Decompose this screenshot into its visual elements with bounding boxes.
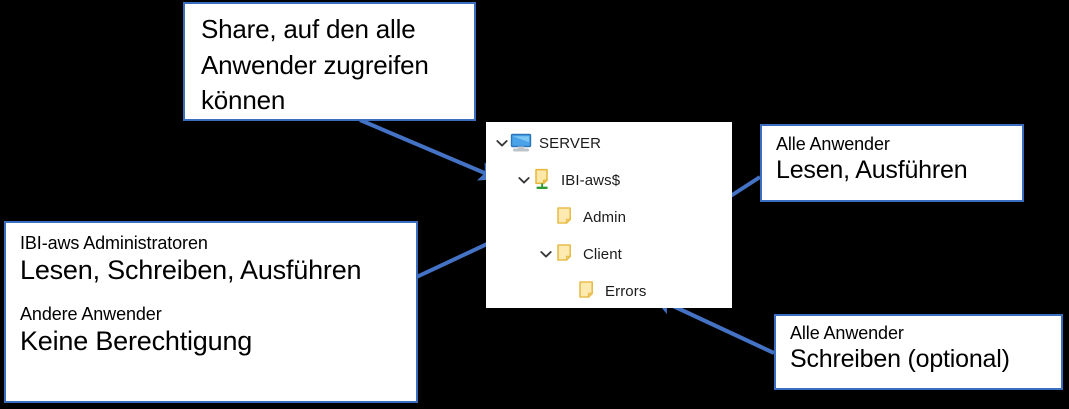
callout-admins: IBI-aws Administratoren Lesen, Schreiben… (4, 221, 418, 403)
tree-row-ibi-aws[interactable]: IBI-aws$ (516, 165, 620, 195)
callout-all-read-title: Alle Anwender (776, 134, 890, 154)
tree-row-server[interactable]: SERVER (494, 128, 601, 158)
tree-row-client[interactable]: Client (538, 239, 622, 269)
callout-admins-value-2: Keine Berechtigung (20, 326, 253, 357)
callout-all-write: Alle Anwender Schreiben (optional) (774, 314, 1063, 390)
tree-label-client: Client (583, 245, 622, 263)
callout-admins-spacer (20, 288, 406, 304)
folder-icon (554, 205, 576, 229)
tree-label-errors: Errors (605, 282, 647, 300)
tree-label-ibi-aws: IBI-aws$ (561, 171, 621, 189)
callout-all-write-value: Schreiben (optional) (790, 345, 1010, 374)
callout-all-read: Alle Anwender Lesen, Ausführen (760, 124, 1024, 202)
chevron-down-icon[interactable] (538, 246, 554, 262)
callout-all-read-value: Lesen, Ausführen (776, 156, 968, 185)
folder-tree-panel: SERVER IBI-aws$ (486, 122, 732, 308)
tree-row-admin[interactable]: Admin (538, 202, 626, 232)
computer-monitor-icon (510, 131, 532, 155)
chevron-down-icon[interactable] (516, 172, 532, 188)
arrow-share-to-ibi-aws (359, 118, 500, 181)
shared-folder-icon (532, 168, 554, 192)
folder-icon (576, 279, 598, 303)
folder-icon (554, 242, 576, 266)
tree-label-admin: Admin (583, 208, 627, 226)
callout-share: Share, auf den alle Anwender zugreifen k… (183, 2, 476, 121)
callout-all-write-title: Alle Anwender (790, 323, 904, 343)
callout-share-line-1: Share, auf den alle (201, 14, 416, 44)
chevron-down-icon[interactable] (494, 135, 510, 151)
callout-share-line-3: können (201, 85, 286, 116)
callout-admins-value-1: Lesen, Schreiben, Ausführen (20, 255, 362, 286)
callout-share-line-2: Anwender zugreifen (201, 49, 429, 80)
callout-admins-title-2: Andere Anwender (20, 303, 162, 324)
tree-row-errors[interactable]: Errors (560, 276, 646, 306)
tree-label-server: SERVER (539, 134, 602, 152)
callout-admins-title-1: IBI-aws Administratoren (20, 233, 208, 253)
